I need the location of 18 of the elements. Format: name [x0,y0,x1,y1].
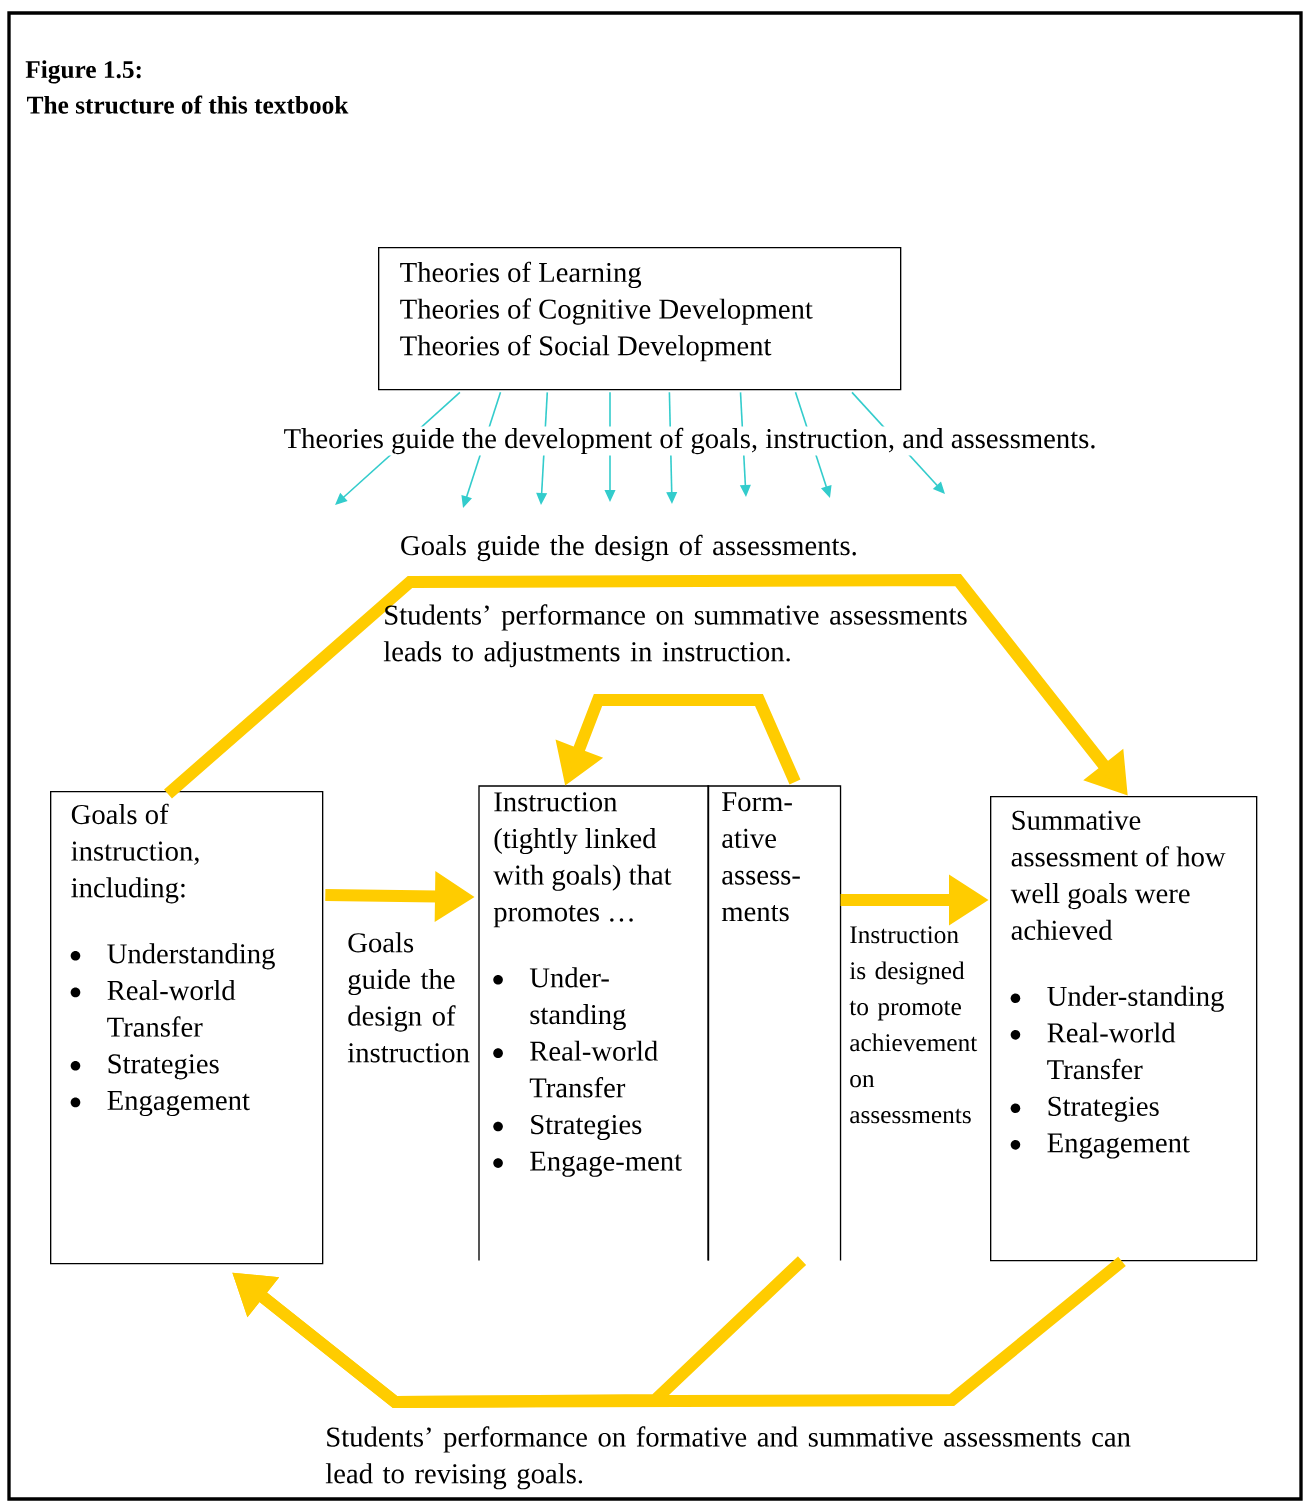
edge-label: Goals guide the design of assessments. [401,534,856,562]
summative-box: Summative assessment of how well goals were achieved Under-standing Real-world Transfer Strategies Engagement [990,796,1258,1262]
edge-label: Students’ performance on summative assessments leads to adjustments in instruction. [383,604,967,668]
theory-box: Theories of Learning Theories of Cognitive Development Theories of Social Development [378,247,902,391]
goal-box: Goals of instruction, including: Understanding Real-world Transfer Strategies Engagement [50,791,324,1265]
instruction-column: Instruction (tightly linked with goals) that promotes … Under-standing Real-world Transfer Strategies Engage-ment [478,785,710,1262]
assessment-column: Form-ative assess-ments [707,785,842,1262]
node-label: Engage-ment [530,1151,682,1177]
edge-label: Goals guide the design of instruction [347,932,470,1063]
node-label: Real-world Transfer [529,1040,658,1098]
figure-title: Figure 1.5: [25,60,141,84]
figure-subtitle: The structure of this textbook [27,95,349,114]
edge-label: Students’ performance on formative and summative assessments can lead to revising goals. [325,1426,1131,1490]
node-label: Strategies [531,1114,642,1141]
note-text: Theories guide the development of goals, instruction, and assessments. [282,426,1098,456]
edge-label: Instruction is designed to promote achievement on assessments [849,926,978,1124]
node-label: Under-standing [529,967,626,1031]
node-label: Instruction (tightly linked with goals) that promotes … [493,792,672,928]
